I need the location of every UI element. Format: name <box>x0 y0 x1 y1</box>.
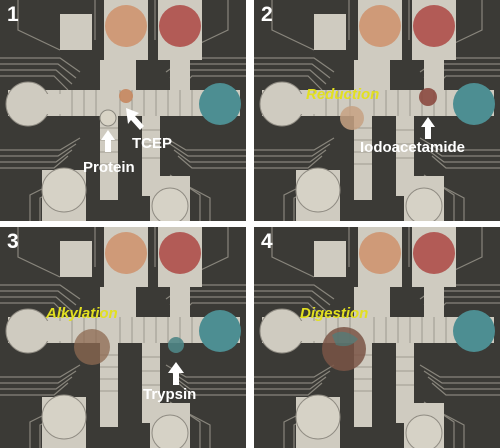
chip-image-3 <box>0 227 246 448</box>
arrow-up-icon <box>168 362 184 385</box>
label-trypsin: Trypsin <box>143 386 197 403</box>
panel-number: 2 <box>261 3 273 26</box>
panel-4: 4 Digestion <box>254 227 500 448</box>
chip-image-2 <box>254 0 500 221</box>
label-protein: Protein <box>83 159 135 176</box>
arrow-up-icon <box>421 117 435 139</box>
label-iodoacetamide: Iodoacetamide <box>360 139 466 156</box>
panel-3: 3 Alkylation Trypsin <box>0 227 246 448</box>
arrow-diagonal-icon <box>126 108 144 130</box>
droplet-tcep <box>119 89 133 103</box>
label-tcep: TCEP <box>132 135 173 152</box>
chip-image-4 <box>254 227 500 448</box>
panel-number: 1 <box>7 3 19 26</box>
droplet-reduced-protein <box>340 106 364 130</box>
droplet-trypsin <box>168 337 184 353</box>
droplet-alkylated-protein <box>74 329 110 365</box>
panel-number: 3 <box>7 230 19 253</box>
chip-image-1 <box>0 0 246 221</box>
step-label: Reduction <box>306 86 380 103</box>
step-label: Digestion <box>300 305 369 322</box>
arrow-up-icon <box>101 130 115 152</box>
droplet-teal-patch <box>332 331 358 347</box>
droplet-protein <box>99 109 117 127</box>
panel-1: 1 TCEP Protein <box>0 0 246 221</box>
droplet-iodoacetamide <box>419 88 437 106</box>
step-label: Alkylation <box>46 305 118 322</box>
panel-2: 2 Reduction Iodoacetamide <box>254 0 500 221</box>
panel-number: 4 <box>261 230 273 253</box>
